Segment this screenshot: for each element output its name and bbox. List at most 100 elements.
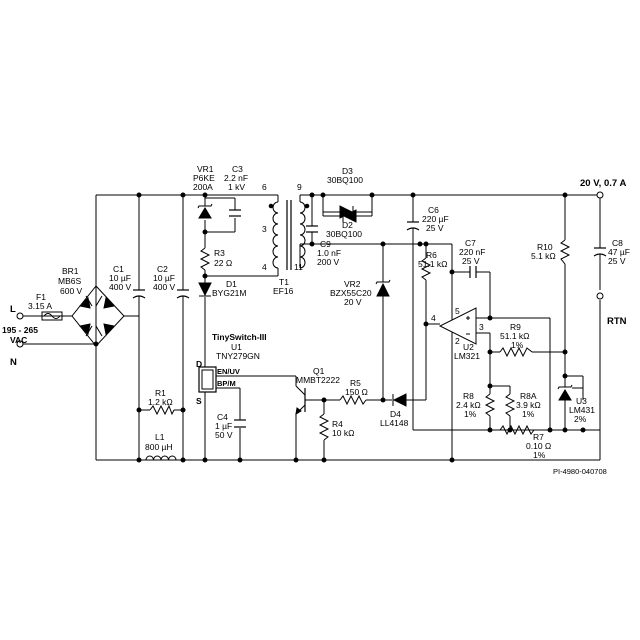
t1-ref: T1 [279, 277, 289, 287]
u1-part: TNY279GN [216, 351, 260, 361]
f1-ref: F1 [36, 292, 46, 302]
c6-ref: C6 [428, 205, 439, 215]
u1-pin-bpm: BP/M [217, 379, 236, 388]
r1-ref: R1 [155, 388, 166, 398]
vr1-ref: VR1 [197, 164, 214, 174]
diode-d2 [322, 209, 373, 223]
resistor-r4 [318, 413, 330, 441]
ic-u1 [198, 366, 217, 393]
c2-volt: 400 V [153, 282, 176, 292]
d2-part: 30BQ100 [326, 229, 362, 239]
resistor-r5 [339, 394, 367, 406]
tvs-vr1 [197, 203, 213, 219]
resistor-r10 [559, 239, 571, 265]
t1-pin-9: 9 [297, 182, 302, 192]
t1-pin-4: 4 [262, 262, 267, 272]
opamp-u2 [438, 300, 477, 348]
transformer-t1 [268, 200, 310, 270]
c4-cap: 1 µF [215, 421, 232, 431]
c4-volt: 50 V [215, 430, 233, 440]
capacitor-c4 [234, 419, 246, 428]
fuse-f1 [41, 311, 63, 321]
r10-ref: R10 [537, 242, 553, 252]
u3-ref: U3 [576, 396, 587, 406]
input-n-label: N [10, 357, 17, 368]
t1-part: EF16 [273, 286, 294, 296]
r8a-ref: R8A [520, 391, 537, 401]
r3-ref: R3 [214, 248, 225, 258]
d3-ref: D3 [342, 166, 353, 176]
inductor-l1 [145, 455, 177, 461]
d4-ref: D4 [390, 409, 401, 419]
resistor-r1 [149, 404, 175, 416]
u1-ref: U1 [231, 342, 242, 352]
r8-tolerance: 1% [464, 409, 477, 419]
zener-vr2 [375, 279, 391, 297]
d3-part: 30BQ100 [327, 175, 363, 185]
l1-value: 800 µH [145, 442, 173, 452]
r4-ref: R4 [332, 419, 343, 429]
r10-value: 5.1 kΩ [531, 251, 556, 261]
c3-volt: 1 kV [228, 182, 245, 192]
q1-part: MMBT2222 [296, 375, 340, 385]
q1-ref: Q1 [313, 366, 325, 376]
resistor-r3 [199, 247, 211, 271]
c9-ref: C9 [320, 239, 331, 249]
resistor-r8 [484, 393, 496, 417]
capacitor-c8 [593, 247, 607, 257]
output-voltage-label: 20 V, 0.7 A [580, 178, 626, 189]
c9-cap: 1.0 nF [317, 248, 341, 258]
u2-ref: U2 [463, 342, 474, 352]
u3-tolerance: 2% [574, 414, 587, 424]
vr2-volt: 20 V [344, 297, 362, 307]
vr1-volt: 200A [193, 182, 213, 192]
capacitor-c2 [176, 289, 190, 299]
c2-ref: C2 [157, 264, 168, 274]
r3-value: 22 Ω [214, 258, 232, 268]
u1-family: TinySwitch-III [212, 332, 267, 342]
l1-ref: L1 [155, 432, 165, 442]
vr2-ref: VR2 [344, 279, 361, 289]
t1-pin-11: 11 [294, 262, 303, 272]
r6-value: 51.1 kΩ [418, 259, 448, 269]
shunt-regulator-u3 [557, 376, 573, 401]
junctions [93, 192, 603, 463]
r8a-tolerance: 1% [522, 409, 535, 419]
br1-volt: 600 V [60, 286, 83, 296]
c9-volt: 200 V [317, 257, 340, 267]
u1-pin-s: S [196, 396, 202, 406]
c1-ref: C1 [113, 264, 124, 274]
r7-tolerance: 1% [533, 450, 546, 460]
u2-pin-4: 4 [431, 313, 436, 323]
r5-ref: R5 [350, 378, 361, 388]
r8a-value: 3.9 kΩ [516, 400, 541, 410]
drawing-id: PI-4980-040708 [553, 467, 607, 476]
capacitor-c9 [306, 225, 318, 233]
r4-value: 10 kΩ [332, 428, 354, 438]
c4-ref: C4 [217, 412, 228, 422]
capacitor-c7 [469, 266, 477, 278]
d4-part: LL4148 [380, 418, 409, 428]
d1-ref: D1 [226, 279, 237, 289]
capacitor-c6 [406, 221, 420, 231]
u2-pin-2: 2 [455, 336, 460, 346]
c6-cap: 220 µF [422, 214, 449, 224]
resistor-r7 [499, 424, 535, 436]
resistor-r9 [499, 346, 533, 358]
input-l-label: L [10, 304, 16, 315]
c6-volt: 25 V [426, 223, 444, 233]
u2-pin-5: 5 [455, 306, 460, 316]
resistor-r8a [504, 393, 516, 417]
diode-d4 [392, 393, 407, 407]
f1-value: 3.15 A [28, 301, 52, 311]
diode-d1 [198, 282, 212, 297]
c7-ref: C7 [465, 238, 476, 248]
c3-cap: 2.2 nF [224, 173, 248, 183]
u3-part: LM431 [569, 405, 595, 415]
r9-value: 51.1 kΩ [500, 331, 530, 341]
c8-volt: 25 V [608, 256, 626, 266]
wires [22, 194, 601, 461]
c7-volt: 25 V [462, 256, 480, 266]
u2-part: LM321 [454, 351, 480, 361]
